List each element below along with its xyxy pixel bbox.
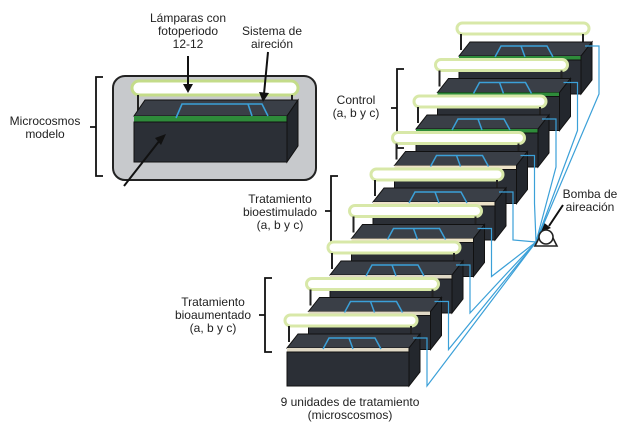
aeration-line bbox=[451, 118, 511, 131]
liquid bbox=[287, 348, 409, 352]
lamp bbox=[412, 94, 548, 109]
lamp bbox=[305, 277, 440, 291]
air-feed-line bbox=[499, 191, 537, 243]
lamp bbox=[326, 240, 462, 255]
model-microcosm bbox=[112, 75, 317, 187]
lamp bbox=[434, 58, 569, 72]
units-label: 9 unidades de tratamiento(microscosmos) bbox=[280, 395, 420, 422]
model-lamp bbox=[130, 79, 300, 97]
aeration-line bbox=[429, 154, 490, 167]
aeration-line bbox=[386, 227, 447, 240]
aeration-line bbox=[472, 81, 533, 94]
lamp bbox=[369, 167, 505, 182]
control-label: Control(a, b y c) bbox=[332, 93, 380, 120]
air-feed-line bbox=[535, 81, 579, 243]
tank bbox=[286, 351, 410, 387]
lamp bbox=[455, 21, 591, 36]
air-feed-line bbox=[535, 45, 600, 243]
aeration-line bbox=[322, 337, 382, 350]
treatment-unit bbox=[283, 241, 537, 388]
treatment-units bbox=[283, 21, 600, 388]
aeration-line bbox=[343, 300, 404, 313]
air-feed-line bbox=[535, 118, 557, 243]
air-feed-line bbox=[456, 241, 537, 315]
lamp bbox=[283, 313, 419, 328]
model-aeration-line bbox=[175, 103, 269, 119]
aeration-line bbox=[365, 264, 425, 277]
lamp bbox=[391, 131, 526, 145]
air-feed-line bbox=[477, 227, 537, 278]
model-liquid bbox=[134, 116, 287, 122]
air-feed-line bbox=[434, 241, 537, 352]
aeration-line bbox=[408, 191, 468, 204]
air-feed-line bbox=[520, 154, 537, 243]
air-feed-line bbox=[413, 241, 537, 388]
label-arrows bbox=[183, 51, 564, 232]
air-pump-icon bbox=[533, 229, 559, 247]
arrow-icon bbox=[183, 84, 193, 93]
lamp bbox=[348, 204, 483, 218]
aeration-line bbox=[494, 45, 554, 58]
